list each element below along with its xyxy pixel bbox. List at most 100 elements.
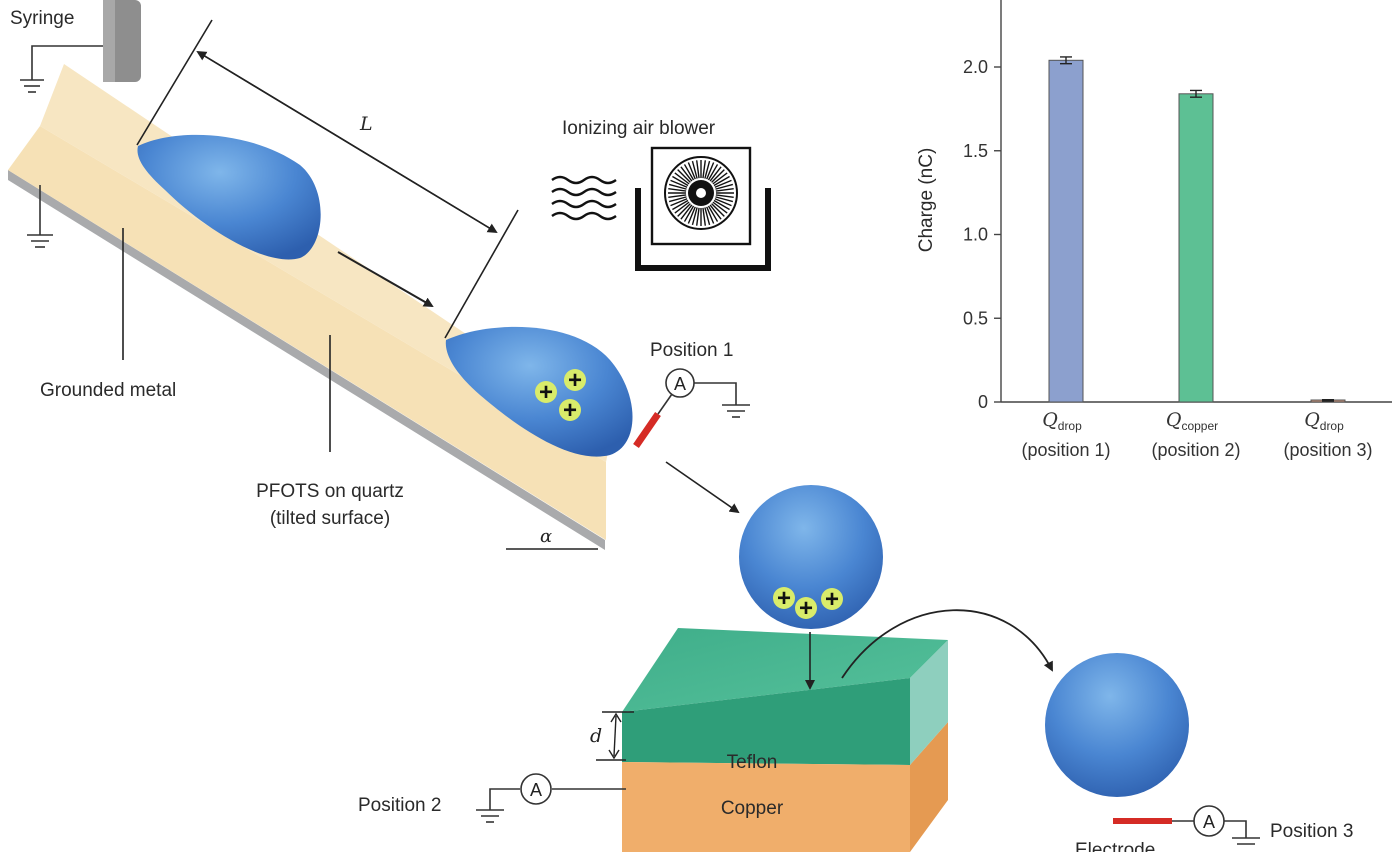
fan-blade [702, 160, 707, 179]
position1-ammeter-icon: A [665, 368, 695, 398]
chart-yticks: 0 0.5 1.0 1.5 2.0 [963, 57, 1001, 412]
fan-blade [672, 175, 689, 187]
fan-blade [712, 172, 728, 185]
length-marker [136, 19, 519, 339]
fan-blade [707, 164, 719, 181]
bounced-drop [1045, 653, 1189, 797]
tilted-substrate [8, 64, 612, 550]
teflon-label: Teflon [727, 752, 778, 773]
fan-blade [695, 160, 700, 179]
fan-blade [707, 205, 719, 222]
error-bar [1060, 56, 1072, 65]
drop-charges-2: + + + [773, 585, 843, 622]
fan-blade [687, 206, 696, 224]
ammeter-symbol: A [530, 780, 542, 800]
y-tick-label: 0 [978, 392, 988, 412]
ammeter-symbol: A [674, 374, 686, 394]
y-tick-label: 2.0 [963, 57, 988, 77]
fan-blade [674, 172, 690, 185]
teflon-front-face [622, 678, 910, 765]
fan-blade [691, 160, 698, 179]
y-tick-label: 1.0 [963, 225, 988, 245]
position3-ammeter-icon: A [1193, 805, 1225, 837]
ionizing-blower-icon [635, 146, 771, 271]
charge-bar-chart: Charge (nC) 0 0.5 1.0 1.5 2.0 Qdrop (position… [916, 0, 1392, 460]
fan-blade [668, 183, 687, 190]
x-tick-label: Qdrop [1042, 409, 1082, 433]
drop-charges-1: + + + [535, 367, 586, 424]
bounce-arrow [841, 609, 1053, 679]
syringe-label: Syringe [10, 8, 74, 29]
fan-blade [677, 169, 691, 183]
fan-blade [695, 207, 700, 226]
fan-blade [704, 207, 711, 226]
fan-blade [668, 187, 687, 192]
plus-icon: + [777, 585, 791, 612]
fan-blade [715, 194, 734, 199]
fan-blade [702, 207, 707, 226]
fan-blade [714, 179, 732, 188]
fan-blade [715, 196, 734, 203]
ammeter-symbol: A [1203, 812, 1215, 832]
x-tick-label-sub: (position 3) [1283, 440, 1372, 460]
length-label: L [359, 113, 373, 135]
copper-front-face [622, 762, 910, 852]
fan-blade [677, 203, 691, 217]
position2-ammeter-icon: A [520, 773, 552, 805]
fan-blade [713, 175, 730, 187]
error-bar [1190, 89, 1202, 98]
fan-blade [709, 166, 722, 182]
y-tick-label: 1.5 [963, 141, 988, 161]
fan-blade [672, 199, 689, 211]
plus-icon: + [563, 397, 577, 424]
chart-ylabel: Charge (nC) [916, 148, 937, 253]
error-bar [1322, 398, 1334, 402]
position1-ground-icon [694, 382, 750, 418]
fan-blade [680, 166, 693, 182]
x-tick-label: Qcopper [1166, 409, 1218, 433]
fan-blade [706, 162, 715, 180]
fan-blade [714, 198, 732, 207]
position2-circuit [476, 788, 626, 823]
teflon-side-face [910, 640, 948, 765]
y-tick-label: 0.5 [963, 308, 988, 328]
position1-electrode [633, 412, 661, 448]
fan-blade [670, 198, 688, 207]
x-tick-label-sub: (position 1) [1021, 440, 1110, 460]
quartz-front-face [8, 126, 606, 540]
thickness-label: d [590, 725, 602, 747]
fan-blade [709, 204, 722, 220]
fan-blade [668, 196, 687, 203]
plus-icon: + [799, 595, 813, 622]
fan-blade [674, 201, 690, 214]
position3-circuit [1172, 820, 1260, 845]
thickness-marker [596, 711, 634, 761]
chart-bars [1048, 56, 1346, 403]
sliding-drop-1 [137, 134, 321, 260]
plus-icon: + [825, 586, 839, 613]
position3-label: Position 3 [1270, 821, 1353, 842]
fan-blade [715, 187, 734, 192]
fan-blade [687, 162, 696, 180]
fan-blade [715, 183, 734, 190]
grounded-metal-layer [8, 170, 605, 550]
copper-side-face [910, 722, 948, 852]
plus-icon: + [568, 367, 582, 394]
syringe-highlight [103, 0, 115, 82]
x-tick-label-sub: (position 2) [1151, 440, 1240, 460]
fan-blade [683, 164, 695, 181]
ionizer-label: Ionizing air blower [562, 118, 716, 139]
fan-blade [668, 194, 687, 199]
position1-wire [657, 393, 673, 415]
bar [1048, 59, 1084, 403]
fall-arrow [665, 461, 740, 514]
pfots-label-line2: (tilted surface) [270, 508, 390, 529]
fan-blade [706, 206, 715, 224]
fan-blade [704, 160, 711, 179]
fan-blade [713, 199, 730, 211]
fan-blade [712, 201, 728, 214]
pfots-label-line1: PFOTS on quartz [256, 481, 404, 502]
syringe-ground-icon [20, 45, 103, 93]
fan-blade [670, 179, 688, 188]
